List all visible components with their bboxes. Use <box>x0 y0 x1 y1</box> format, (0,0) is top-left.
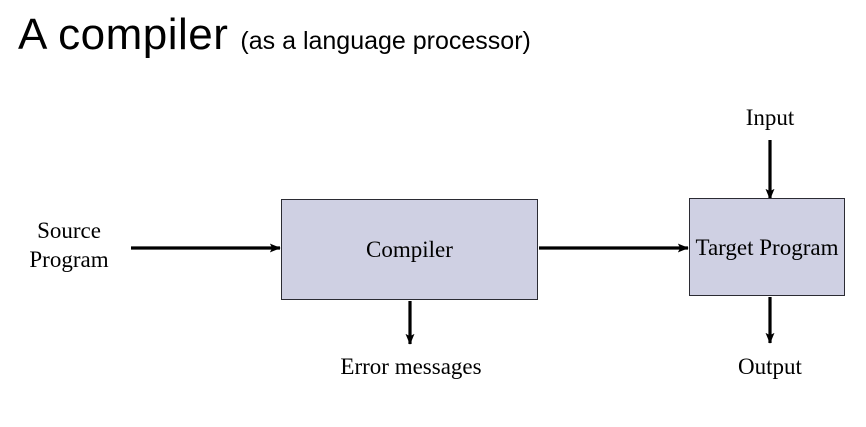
diagram-label-source-program: Source Program <box>29 218 109 272</box>
diagram-label-output: Output <box>738 354 802 379</box>
diagram-label-error-messages: Error messages <box>340 354 482 379</box>
diagram-box-target-program[interactable]: Target Program <box>689 198 845 296</box>
page-title: A compiler <box>18 10 229 59</box>
page-subtitle: (as a language processor) <box>240 27 531 55</box>
diagram-label-input: Input <box>745 105 795 130</box>
diagram-box-compiler[interactable]: Compiler <box>281 199 538 300</box>
diagram-box-compiler-label: Compiler <box>366 237 453 262</box>
slide-title: A compiler (as a language processor) <box>18 10 531 60</box>
diagram-box-target-program-label: Target Program <box>695 234 839 260</box>
